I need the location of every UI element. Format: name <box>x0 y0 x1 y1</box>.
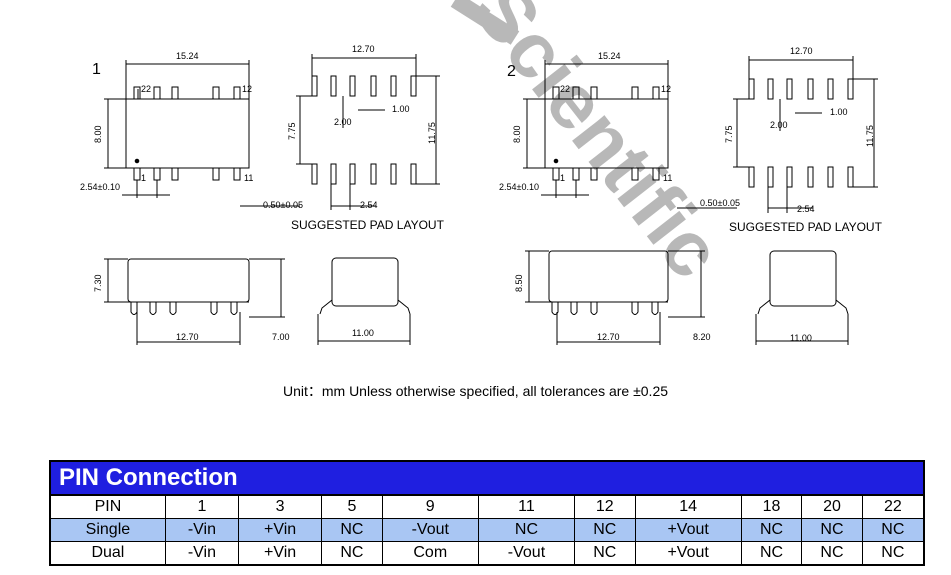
table-cell: NC <box>801 541 863 566</box>
table-title: PIN Connection <box>49 460 925 496</box>
unit-note: Unit：mm Unless otherwise specified, all … <box>282 383 669 399</box>
side-height-label-2: 8.50 <box>514 274 524 292</box>
table-row-dual: Dual -Vin +Vin NC Com -Vout NC +Vout NC … <box>49 541 925 566</box>
side-view-2 <box>525 250 705 345</box>
table-cell: -Vout <box>381 518 479 542</box>
table-cell: 11 <box>477 494 576 519</box>
pad-size-label: 1.00 <box>392 104 410 114</box>
pad-layout-1-labels: 12.70 2.00 1.00 7.75 11.75 0.50±0.05 2.5… <box>263 44 445 232</box>
table-cell: NC <box>861 518 925 542</box>
pad-offset-label: 0.50±0.05 <box>263 200 303 210</box>
top-view-1 <box>104 60 250 198</box>
table-cell: NC <box>740 518 803 542</box>
table-cell: NC <box>574 518 636 542</box>
mechanical-drawing: Scientific 1 15.24 22 12 8.00 2.54±0.10 … <box>80 0 883 345</box>
table-cell: 14 <box>634 494 742 519</box>
table-cell: 5 <box>321 494 383 519</box>
pad-layout-1 <box>240 54 440 210</box>
table-cell: NC <box>801 518 863 542</box>
table-cell: 20 <box>801 494 863 519</box>
table-cell: 9 <box>381 494 479 519</box>
pad-layout-2-labels: 12.70 2.00 1.00 7.75 11.75 0.50±0.05 2.5… <box>700 46 883 234</box>
table-cell: -Vin <box>164 541 239 566</box>
pad-h-outer-label-2: 11.75 <box>865 125 875 147</box>
table-cell: 18 <box>740 494 803 519</box>
pad-caption-2: SUGGESTED PAD LAYOUT <box>729 220 883 234</box>
drawing-number-2: 2 <box>507 63 516 80</box>
end-width-label: 11.00 <box>352 328 374 338</box>
pad-gap-label-2: 2.00 <box>770 120 788 130</box>
table-cell: 1 <box>164 494 239 519</box>
pad-caption: SUGGESTED PAD LAYOUT <box>291 218 445 232</box>
pad-offset-label-2: 0.50±0.05 <box>700 198 740 208</box>
pad-width-label-2: 12.70 <box>790 46 813 56</box>
pin-label-12-2: 12 <box>661 84 671 94</box>
pad-width-label: 12.70 <box>352 44 375 54</box>
watermark: Scientific <box>457 0 740 294</box>
pin-connection-table: PIN Connection PIN 1 3 5 9 11 12 14 18 2… <box>49 460 925 566</box>
pitch-label-2: 2.54±0.10 <box>499 182 539 192</box>
table-cell: +Vin <box>237 518 323 542</box>
pitch-label: 2.54±0.10 <box>80 182 120 192</box>
table-cell: NC <box>321 541 383 566</box>
table-cell: -Vin <box>164 518 239 542</box>
pad-pitch-label: 2.54 <box>360 200 378 210</box>
pad-pitch-label-2: 2.54 <box>797 204 815 214</box>
table-cell: NC <box>321 518 383 542</box>
pad-layout-2 <box>677 56 878 213</box>
table-cell: -Vout <box>477 541 576 566</box>
table-cell: +Vin <box>237 541 323 566</box>
table-cell: NC <box>740 541 803 566</box>
pin-label-12: 12 <box>242 84 252 94</box>
table-cell: NC <box>477 518 576 542</box>
table-cell: Com <box>381 541 479 566</box>
side-length-label: 12.70 <box>176 332 199 342</box>
side-height-label: 7.30 <box>93 274 103 292</box>
end-width-label-2: 11.00 <box>790 333 812 343</box>
table-cell: NC <box>574 541 636 566</box>
table-cell: +Vout <box>634 541 742 566</box>
pin-label-22: 22 <box>141 84 151 94</box>
pad-h-inner-label: 7.75 <box>287 122 297 140</box>
pad-h-outer-label: 11.75 <box>427 122 437 144</box>
height-label: 8.00 <box>93 125 103 143</box>
table-cell: NC <box>861 541 925 566</box>
drawing-number-1: 1 <box>92 61 101 78</box>
pin-label-11: 11 <box>244 173 253 183</box>
pin-label-11-2: 11 <box>663 173 672 183</box>
watermark-text: Scientific <box>457 0 740 294</box>
side-length2-label: 7.00 <box>272 332 290 342</box>
pin-label-1: 1 <box>141 173 146 183</box>
side-view-2-labels: 8.50 12.70 8.20 <box>514 274 711 342</box>
side-view-1-labels: 7.30 12.70 7.00 <box>93 274 290 342</box>
table-cell: 12 <box>574 494 636 519</box>
pad-size-label-2: 1.00 <box>830 107 848 117</box>
top-view-2 <box>523 60 669 198</box>
end-view-2 <box>755 250 849 345</box>
side-length2-label-2: 8.20 <box>693 332 711 342</box>
height-label-2: 8.00 <box>512 125 522 143</box>
top-view-1-labels: 1 15.24 22 12 8.00 2.54±0.10 1 11 <box>80 51 253 192</box>
table-row-pin: PIN 1 3 5 9 11 12 14 18 20 22 <box>49 494 925 519</box>
side-view-1 <box>104 258 285 345</box>
table-cell: PIN <box>49 494 166 519</box>
table-cell: Single <box>49 518 166 542</box>
table-row-single: Single -Vin +Vin NC -Vout NC NC +Vout NC… <box>49 518 925 542</box>
top-view-2-labels: 2 15.24 22 12 8.00 2.54±0.10 1 11 <box>499 51 672 192</box>
table-cell: +Vout <box>634 518 742 542</box>
end-view-1 <box>317 257 411 345</box>
side-length-label-2: 12.70 <box>597 332 620 342</box>
pin-label-1-2: 1 <box>560 173 565 183</box>
width-label-2: 15.24 <box>598 51 621 61</box>
table-cell: 22 <box>861 494 925 519</box>
table-cell: 3 <box>237 494 323 519</box>
pin-label-22-2: 22 <box>560 84 570 94</box>
pad-h-inner-label-2: 7.75 <box>724 125 734 143</box>
pad-gap-label: 2.00 <box>334 117 352 127</box>
table-cell: Dual <box>49 541 166 566</box>
width-label: 15.24 <box>176 51 199 61</box>
